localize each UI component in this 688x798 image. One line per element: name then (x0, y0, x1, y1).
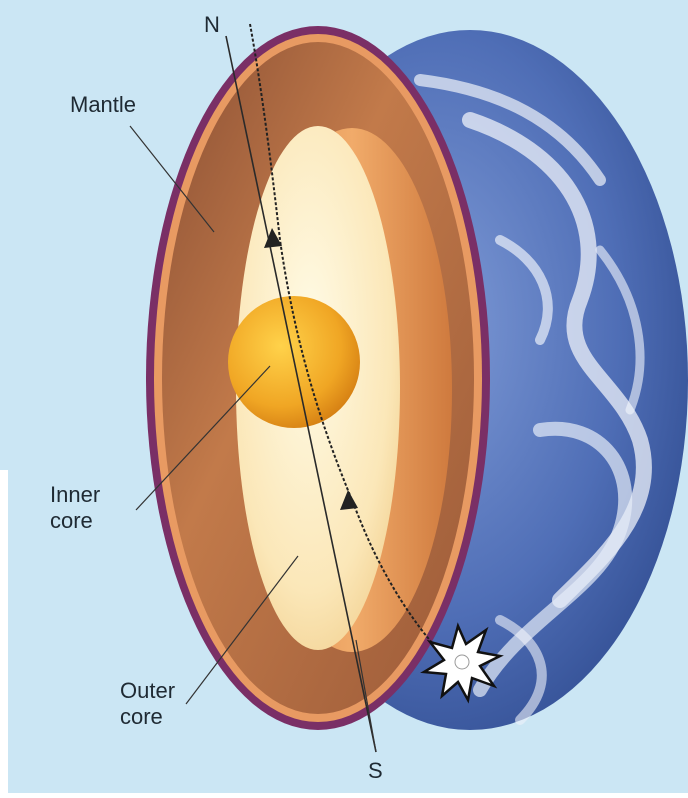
wave-arrow-lower (340, 490, 358, 510)
south-leader-line (355, 639, 377, 753)
south-pole-label: S (368, 758, 383, 783)
cloud-band (595, 245, 645, 415)
north-pole-label: N (204, 12, 220, 37)
cross-section (146, 26, 490, 730)
outer-core-label-line1: Outer (120, 678, 176, 703)
inner-core-label-line2: core (50, 508, 93, 533)
outer-core-leader-line (185, 555, 299, 705)
outer-core-label-line2: core (120, 704, 163, 729)
inner-core-leader-line (135, 365, 271, 511)
cloud-band (495, 615, 547, 725)
outer-core-label: Outer core (120, 678, 175, 730)
axis-line (225, 35, 377, 753)
burst-center (454, 654, 470, 670)
mantle-leader-line (129, 125, 215, 233)
seismic-wave-path (249, 23, 443, 655)
cloud-band (414, 74, 606, 186)
inner-core-label-line1: Inner (50, 482, 101, 507)
cloud-band (495, 235, 553, 345)
mantle-label: Mantle (70, 92, 137, 117)
inner-core-label: Inner core (50, 482, 100, 534)
wave-arrow-upper (264, 228, 282, 248)
